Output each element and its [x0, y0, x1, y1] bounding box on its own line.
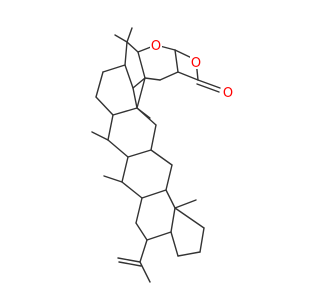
bond-lines	[91, 27, 221, 283]
label-background	[150, 38, 162, 52]
label-background	[190, 55, 202, 69]
oxygen-atom-bridge: O	[151, 39, 161, 54]
chemical-structure-diagram: O O O	[91, 27, 234, 283]
label-background	[222, 85, 234, 99]
oxygen-atom-lactone: O	[191, 56, 201, 71]
atom-labels: O O O	[150, 38, 234, 101]
carbonyl-oxygen-atom: O	[223, 86, 233, 101]
